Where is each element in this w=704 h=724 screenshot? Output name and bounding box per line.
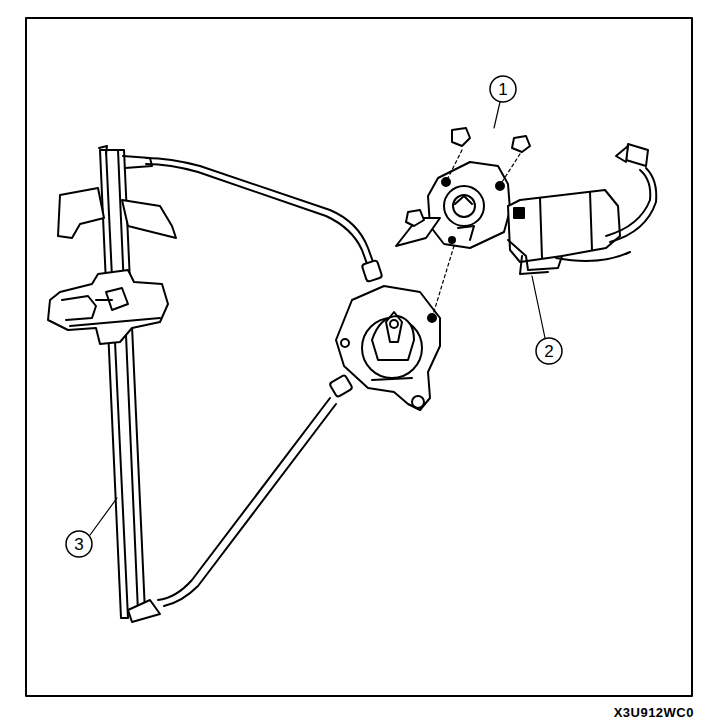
motor: [508, 190, 620, 274]
callout-circles: [66, 76, 562, 557]
figure-code: X3U912WC0: [614, 706, 694, 719]
upper-bracket: [58, 188, 176, 238]
wire-harness: [556, 144, 656, 261]
alignment-lines: [432, 150, 520, 318]
callout-number: 1: [498, 81, 507, 98]
callout-number: 3: [74, 536, 83, 553]
upper-cable: [146, 158, 382, 282]
cable-drum-housing: [336, 286, 440, 410]
nuts: [406, 128, 530, 226]
lower-cable: [158, 375, 353, 606]
motor-gear-housing: [396, 162, 510, 248]
leader-lines: [90, 102, 545, 535]
glass-carrier: [48, 270, 168, 344]
callout-number: 2: [544, 343, 553, 360]
frame: [26, 18, 692, 696]
